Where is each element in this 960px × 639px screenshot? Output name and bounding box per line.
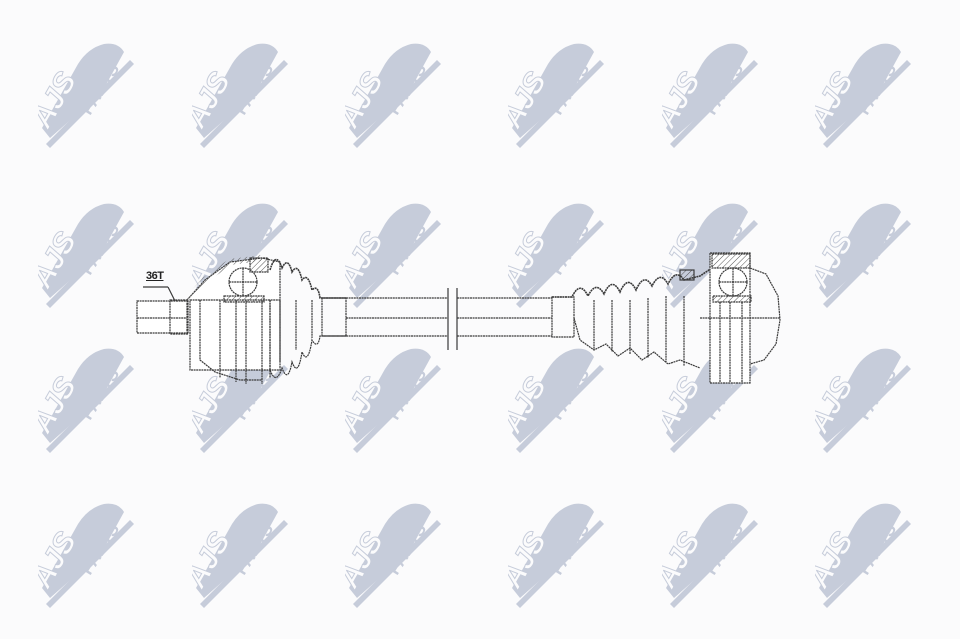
right-cv-joint — [700, 252, 781, 384]
center-shaft — [346, 288, 552, 350]
spline-count-label: 36T — [146, 270, 164, 282]
left-cv-joint — [184, 255, 281, 384]
left-boot — [269, 258, 347, 379]
right-boot — [551, 267, 713, 369]
left-spline-stub — [136, 299, 189, 335]
